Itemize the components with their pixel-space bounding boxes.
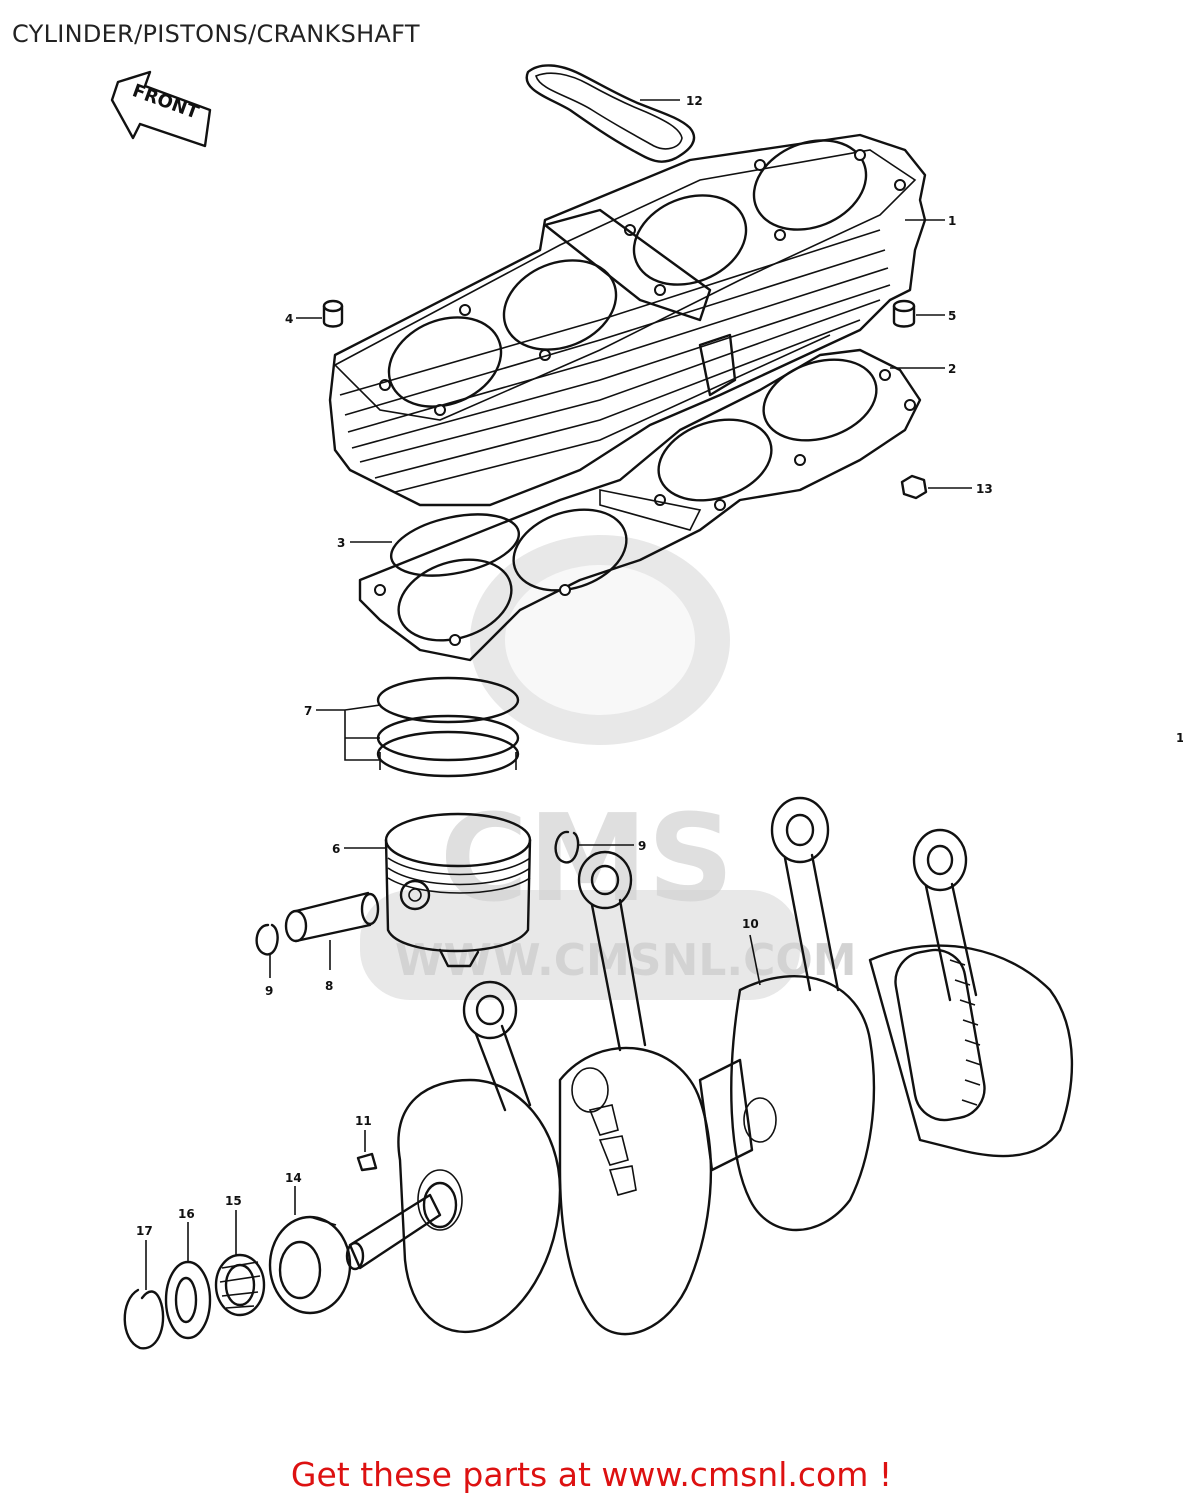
collar-14 <box>268 1215 352 1315</box>
callout-1: 1 <box>948 214 956 228</box>
watermark: CMS WWW.CMSNL.COM <box>360 535 857 1000</box>
callout-13: 13 <box>976 482 993 496</box>
front-arrow-icon: FRONT <box>110 70 212 148</box>
o-ring-3 <box>389 513 521 577</box>
callout-10: 10 <box>742 917 759 931</box>
crankshaft-10 <box>345 796 1074 1336</box>
callout-4: 4 <box>285 312 293 326</box>
page-title: CYLINDER/PISTONS/CRANKSHAFT <box>12 20 420 48</box>
watermark-url-text: WWW.CMSNL.COM <box>395 935 857 986</box>
callout-8: 8 <box>325 979 333 993</box>
callout-15: 15 <box>225 1194 242 1208</box>
leader-lines <box>145 99 972 1290</box>
piston-pin-8 <box>284 891 380 943</box>
dowel-pin-5 <box>892 299 916 328</box>
gasket-12 <box>525 64 696 163</box>
nut-13 <box>900 474 928 500</box>
callout-9-left: 9 <box>265 984 273 998</box>
callout-9-right: 9 <box>638 839 646 853</box>
cta-link[interactable]: Get these parts at www.cmsnl.com ! <box>290 1455 893 1494</box>
woodruff-key-11 <box>356 1152 378 1172</box>
piston-6 <box>384 812 532 968</box>
callout-5: 5 <box>948 309 956 323</box>
base-gasket-2 <box>358 348 922 662</box>
thrust-washer-16 <box>164 1260 212 1340</box>
dowel-pin-4 <box>322 299 344 328</box>
front-arrow-label: FRONT <box>130 80 203 124</box>
callout-11: 11 <box>355 1114 372 1128</box>
snap-ring-9-left <box>255 923 279 956</box>
cylinder-block-1 <box>328 133 927 507</box>
circlip-17 <box>123 1288 165 1350</box>
needle-bearing-15 <box>214 1253 266 1317</box>
snap-ring-9-right <box>554 830 580 864</box>
callout-12: 12 <box>686 94 703 108</box>
callout-14: 14 <box>285 1171 302 1185</box>
callout-16: 16 <box>178 1207 195 1221</box>
callout-17: 17 <box>136 1224 153 1238</box>
callout-6: 6 <box>332 842 340 856</box>
edge-mark: 1 <box>1176 731 1183 745</box>
callout-2: 2 <box>948 362 956 376</box>
piston-rings-7 <box>376 676 520 778</box>
callout-7: 7 <box>304 704 312 718</box>
callout-3: 3 <box>337 536 345 550</box>
